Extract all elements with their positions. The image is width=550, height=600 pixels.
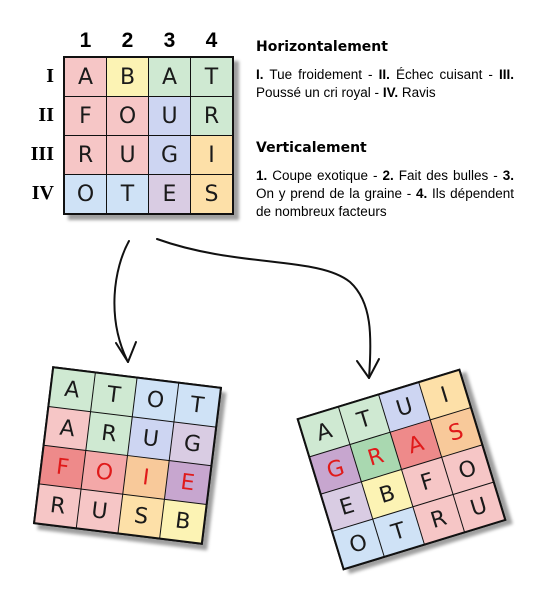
- grid-cell: F: [65, 97, 106, 135]
- clue-text: Coupe exotique -: [267, 168, 383, 183]
- row-number-4: IV: [31, 182, 54, 204]
- grid-cell: R: [65, 136, 106, 174]
- grid-cell: U: [149, 97, 190, 135]
- row-number-3: III: [30, 143, 54, 165]
- right-arrow: [156, 238, 372, 379]
- grid-cell: I: [191, 136, 232, 174]
- clue-number: 3.: [502, 168, 514, 183]
- grid-cell: A: [44, 407, 91, 450]
- clue-text: Poussé un cri royal -: [256, 85, 383, 100]
- grid-cell: R: [191, 97, 232, 135]
- grid-cell: S: [118, 494, 164, 538]
- clue-number: I.: [256, 67, 264, 82]
- grid-cell: F: [39, 445, 86, 489]
- vertical-heading: Verticalement: [256, 140, 367, 156]
- grid-cell: B: [107, 58, 148, 96]
- clue-number: 1.: [256, 168, 268, 183]
- grid-cell: E: [149, 175, 190, 213]
- clue-number: 2.: [382, 168, 394, 183]
- grid-cell: O: [81, 450, 127, 494]
- column-number-2: 2: [121, 29, 134, 52]
- grid-cell: U: [107, 136, 148, 174]
- column-number-4: 4: [205, 29, 218, 52]
- column-number-1: 1: [79, 29, 92, 52]
- grid-cell: A: [49, 368, 95, 412]
- grid-cell: R: [35, 484, 81, 528]
- clue-text: Échec cuisant -: [389, 67, 499, 82]
- grid-cell: R: [86, 412, 132, 455]
- grid-cell: T: [174, 383, 220, 427]
- column-number-3: 3: [163, 29, 176, 52]
- clue-text: Ils dépendent de nombreux facteurs: [256, 186, 514, 219]
- grid-cell: E: [164, 461, 211, 504]
- grid-cell: T: [107, 175, 148, 213]
- clue-number: 4.: [415, 186, 428, 201]
- left-arrow: [113, 240, 130, 363]
- grid-cell: U: [128, 417, 174, 461]
- horizontal-clue-text: I. Tue froidement - II. Échec cuisant - …: [256, 66, 514, 102]
- grid-cell: T: [191, 58, 232, 96]
- horizontal-heading: Horizontalement: [256, 39, 388, 55]
- grid-cell: O: [107, 97, 148, 135]
- horizontal-clues: Horizontalement I. Tue froidement - II. …: [256, 38, 514, 102]
- grid-cell: G: [169, 422, 216, 466]
- grid-cell: U: [76, 489, 123, 533]
- grid-cell: I: [123, 456, 169, 499]
- grid-cell: B: [160, 499, 206, 543]
- right-arrowhead-icon: [356, 358, 380, 379]
- clue-text: Fait des bulles -: [393, 168, 503, 183]
- clue-number: II.: [378, 67, 390, 82]
- clue-number: IV.: [382, 85, 399, 100]
- row-number-1: I: [46, 65, 54, 87]
- row-number-2: II: [38, 104, 54, 126]
- grid-cell: S: [191, 175, 232, 213]
- grid-cell: T: [91, 373, 137, 417]
- clue-text: Tue froidement -: [263, 67, 379, 82]
- grid-cell: O: [132, 378, 179, 422]
- clue-number: III.: [498, 67, 514, 82]
- left-arrowhead-icon: [115, 341, 137, 363]
- grid-cell: A: [149, 58, 190, 96]
- grid-cell: G: [149, 136, 190, 174]
- vertical-clues: Verticalement 1. Coupe exotique - 2. Fai…: [256, 139, 514, 221]
- grid-cell: A: [65, 58, 106, 96]
- clue-text: On y prend de la graine -: [256, 186, 416, 201]
- vertical-clue-text: 1. Coupe exotique - 2. Fait des bulles -…: [256, 167, 514, 221]
- grid-cell: O: [65, 175, 106, 213]
- clue-text: Ravis: [398, 85, 436, 100]
